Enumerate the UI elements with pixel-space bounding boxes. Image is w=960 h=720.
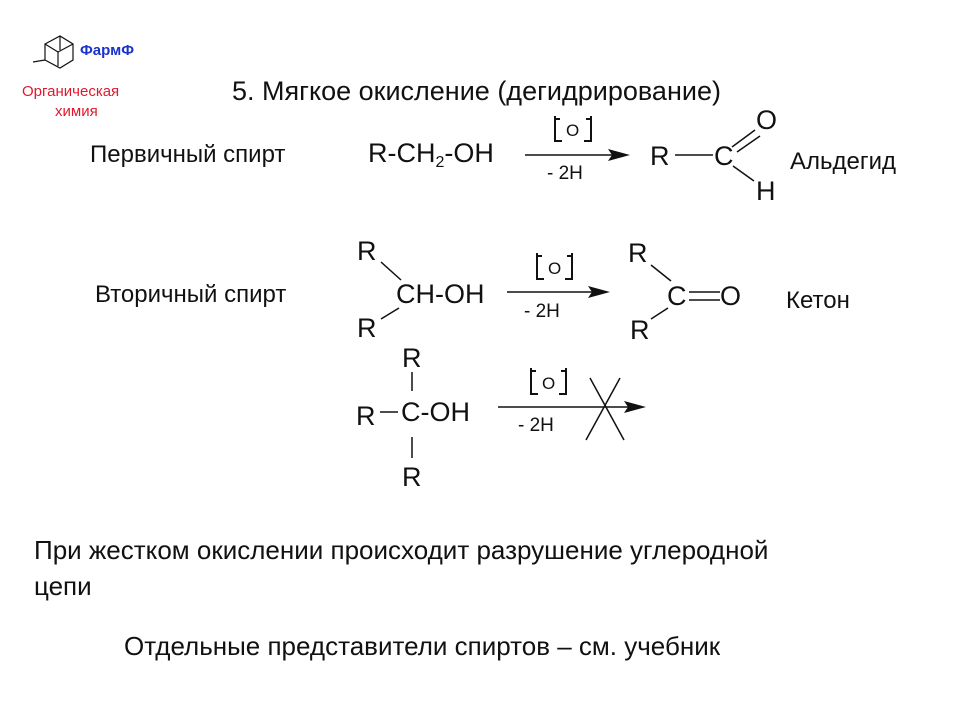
ketone-R-bottom: R: [630, 315, 650, 345]
primary-alcohol-label: Первичный спирт: [90, 141, 286, 168]
logo-brand: ФармФ: [80, 42, 135, 59]
no-reaction-cross-icon: [585, 377, 625, 441]
aldehyde-O: O: [756, 105, 778, 135]
tertiary-oxidant-O: O: [542, 374, 556, 393]
primary-reactant-formula: R-CH2-OH: [368, 140, 494, 171]
tertiary-R-top: R: [402, 343, 422, 373]
aldehyde-H: H: [756, 176, 776, 206]
tertiary-oxidant-bracket: [530, 368, 567, 395]
tertiary-alcohol-bonds: [380, 372, 413, 458]
ketone-name: Кетон: [786, 287, 850, 314]
tertiary-center-formula: C-OH: [401, 397, 470, 427]
ketone-bonds: [650, 264, 720, 320]
ketone-O: O: [720, 281, 742, 311]
secondary-R-bottom: R: [357, 313, 377, 343]
aldehyde-bonds: [675, 129, 761, 182]
primary-oxidant-O: O: [566, 121, 580, 140]
see-textbook-note: Отдельные представители спиртов – см. уч…: [124, 631, 721, 661]
tertiary-arrowhead: [624, 401, 646, 413]
primary-oxidant-bracket: [554, 116, 592, 142]
secondary-R-top: R: [357, 236, 377, 266]
aldehyde-R: R: [650, 141, 670, 171]
secondary-alcohol-bonds: [380, 261, 402, 320]
secondary-alcohol-label: Вторичный спирт: [95, 281, 287, 308]
secondary-center-formula: CH-OH: [396, 279, 485, 309]
secondary-minus-2H: - 2H: [524, 301, 560, 322]
secondary-oxidant-bracket: [536, 253, 573, 280]
primary-reactant-pre: R-CH: [368, 138, 436, 168]
aldehyde-name: Альдегид: [790, 148, 897, 175]
primary-arrowhead: [608, 149, 630, 161]
primary-reactant-post: -OH: [444, 138, 494, 168]
ketone-R-top: R: [628, 238, 648, 268]
tertiary-R-bottom: R: [402, 462, 422, 492]
hard-oxidation-note-line2: цепи: [34, 571, 92, 601]
primary-reactant-sub: 2: [435, 154, 445, 171]
secondary-arrowhead: [588, 286, 610, 298]
logo-subject-line2: химия: [55, 103, 98, 120]
tertiary-minus-2H: - 2H: [518, 415, 554, 436]
ketone-C: C: [667, 281, 687, 311]
hard-oxidation-note-line1: При жестком окислении происходит разруше…: [34, 535, 769, 565]
adamantane-logo-icon: [32, 35, 74, 69]
secondary-oxidant-O: O: [548, 259, 562, 278]
logo-subject-line1: Органическая: [22, 83, 120, 100]
tertiary-R-left: R: [356, 401, 376, 431]
page-title: 5. Мягкое окисление (дегидрирование): [232, 76, 721, 106]
primary-minus-2H: - 2H: [547, 163, 583, 184]
aldehyde-C: C: [714, 141, 734, 171]
